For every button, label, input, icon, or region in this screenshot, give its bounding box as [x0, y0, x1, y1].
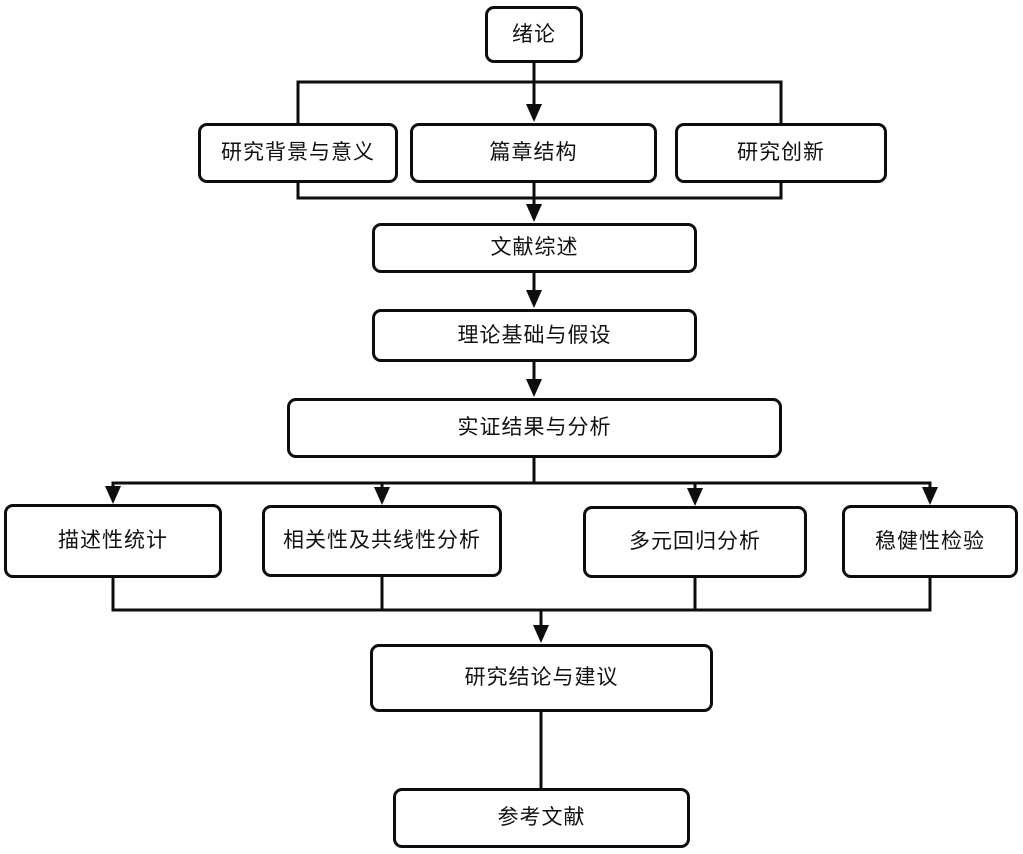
node-research-innovation: 研究创新 [675, 123, 887, 183]
node-intro: 绪论 [485, 6, 583, 63]
node-conclusions-suggestions: 研究结论与建议 [370, 644, 713, 712]
node-descriptive-statistics-label: 描述性统计 [58, 528, 168, 553]
arrowhead-literature [526, 204, 542, 222]
node-regression-analysis-label: 多元回归分析 [629, 529, 761, 554]
node-references: 参考文献 [393, 788, 690, 848]
node-conclusions-suggestions-label: 研究结论与建议 [464, 665, 619, 690]
node-research-background: 研究背景与意义 [198, 123, 398, 183]
node-chapter-structure: 篇章结构 [410, 123, 657, 183]
node-empirical-results: 实证结果与分析 [287, 398, 782, 458]
connector-lines [111, 63, 932, 788]
arrowheads [105, 104, 938, 643]
arrowhead-regression [687, 488, 703, 506]
arrowhead-empirical [526, 379, 542, 397]
node-empirical-results-label: 实证结果与分析 [457, 415, 612, 440]
node-literature-review: 文献综述 [372, 223, 697, 273]
node-theory-hypotheses: 理论基础与假设 [372, 309, 697, 362]
node-correlation-analysis: 相关性及共线性分析 [262, 505, 502, 577]
node-intro-label: 绪论 [512, 21, 556, 46]
node-correlation-analysis-label: 相关性及共线性分析 [283, 528, 481, 553]
arrowhead-structure [526, 104, 542, 122]
node-robustness-test-label: 稳健性检验 [875, 528, 985, 553]
node-descriptive-statistics: 描述性统计 [4, 504, 222, 578]
node-research-background-label: 研究背景与意义 [221, 140, 375, 165]
node-theory-hypotheses-label: 理论基础与假设 [457, 322, 612, 347]
arrowhead-robustness [922, 487, 938, 505]
arrowhead-descriptive [105, 486, 121, 504]
node-research-innovation-label: 研究创新 [737, 140, 825, 165]
arrowhead-conclusion [533, 625, 549, 643]
node-robustness-test: 稳健性检验 [842, 505, 1018, 578]
node-chapter-structure-label: 篇章结构 [489, 140, 578, 165]
node-literature-review-label: 文献综述 [490, 235, 579, 260]
node-regression-analysis: 多元回归分析 [583, 506, 807, 578]
arrowhead-theory [526, 290, 542, 308]
node-references-label: 参考文献 [497, 805, 586, 830]
arrowhead-correlation [374, 487, 390, 505]
